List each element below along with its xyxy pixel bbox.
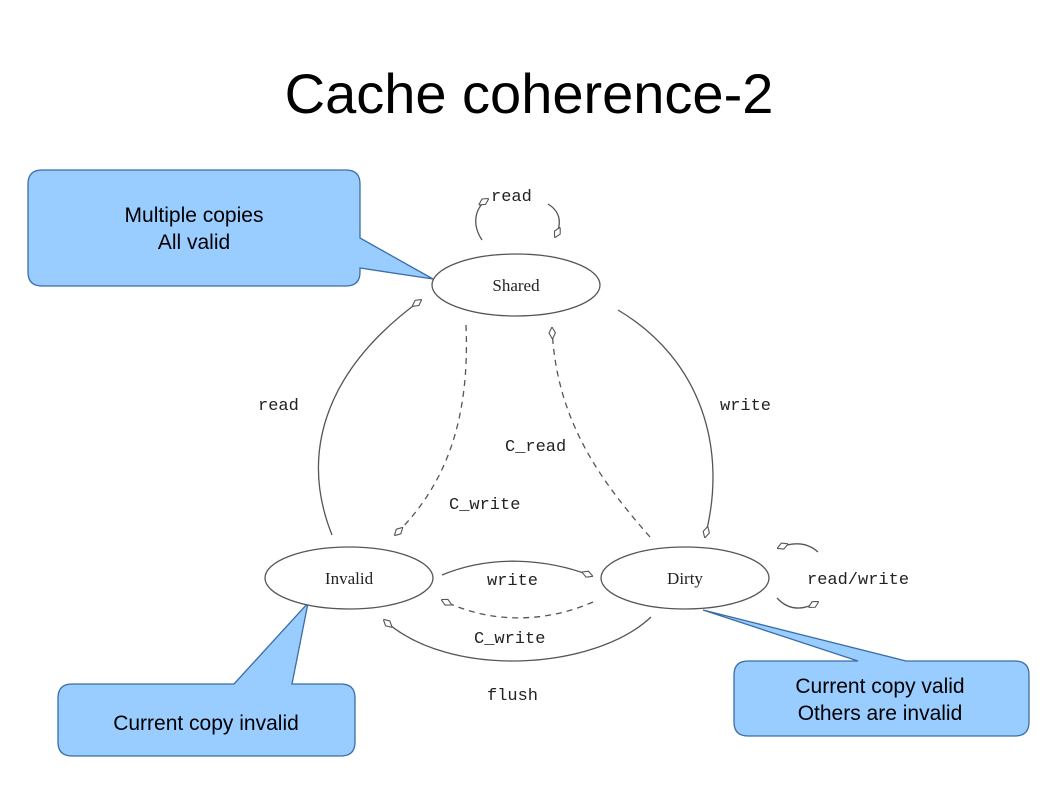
edge-dirty-to-invalid-flush bbox=[384, 616, 652, 662]
state-shared-label: Shared bbox=[492, 276, 540, 295]
state-invalid: Invalid bbox=[264, 546, 434, 610]
edge-label-shared-to-invalid: C_write bbox=[449, 496, 520, 515]
edge-shared-self-read-left bbox=[475, 199, 488, 241]
edge-shared-to-invalid bbox=[395, 324, 468, 535]
edge-invalid-to-shared bbox=[317, 300, 421, 536]
edge-label-shared-to-dirty: write bbox=[720, 397, 771, 416]
edge-label-dirty-to-invalid-cwrite: C_write bbox=[474, 630, 545, 649]
callout-shared: Multiple copies All valid bbox=[27, 169, 434, 287]
callout-dirty-line-1: Current copy valid bbox=[795, 675, 964, 698]
edge-invalid-to-dirty bbox=[441, 560, 592, 576]
edge-dirty-self-top bbox=[778, 544, 819, 553]
edge-shared-to-dirty bbox=[617, 309, 714, 537]
slide-title: Cache coherence-2 bbox=[284, 62, 774, 125]
callout-dirty: Current copy valid Others are invalid bbox=[702, 609, 1030, 737]
edge-shared-self-read-right bbox=[547, 203, 559, 237]
state-dirty-label: Dirty bbox=[667, 569, 703, 588]
edge-label-dirty-self: read/write bbox=[807, 571, 909, 590]
callout-shared-line-2: All valid bbox=[158, 231, 230, 254]
callout-dirty-line-2: Others are invalid bbox=[798, 702, 963, 725]
callout-invalid: Current copy invalid bbox=[57, 600, 356, 757]
edge-dirty-to-shared bbox=[552, 328, 651, 538]
state-shared: Shared bbox=[431, 253, 601, 317]
callout-invalid-line-1: Current copy invalid bbox=[113, 712, 299, 735]
edge-dirty-self-bottom bbox=[776, 597, 818, 609]
edge-label-invalid-to-dirty: write bbox=[487, 572, 538, 591]
edge-label-shared-self: read bbox=[491, 188, 532, 207]
edge-label-dirty-to-invalid-flush: flush bbox=[487, 687, 538, 706]
edge-label-invalid-to-shared: read bbox=[258, 397, 299, 416]
edge-label-dirty-to-shared: C_read bbox=[505, 438, 566, 457]
callout-shared-line-1: Multiple copies bbox=[125, 204, 264, 227]
state-invalid-label: Invalid bbox=[325, 569, 374, 588]
state-dirty: Dirty bbox=[600, 546, 770, 610]
edge-dirty-to-invalid-cwrite bbox=[442, 600, 594, 619]
